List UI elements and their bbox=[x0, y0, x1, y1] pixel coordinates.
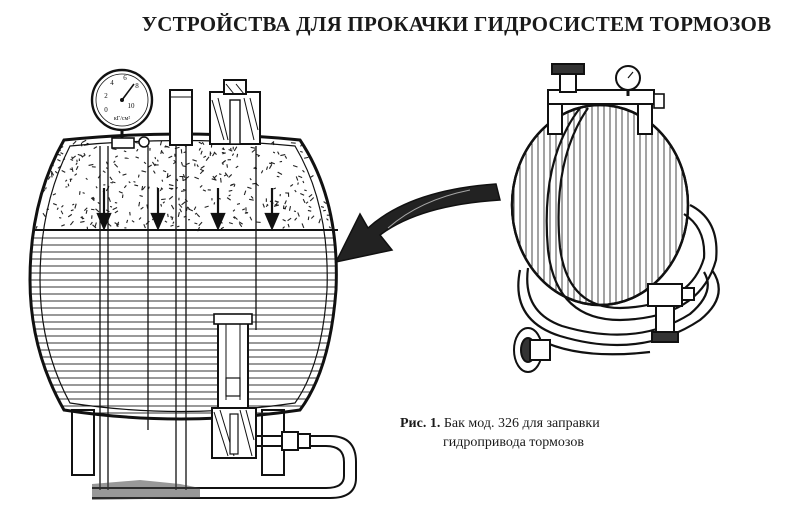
pressure-arrows bbox=[96, 188, 280, 231]
figure-caption: Рис. 1. Бак мод. 326 для заправки гидроп… bbox=[400, 414, 700, 452]
caption-line-1: Бак мод. 326 для заправки bbox=[443, 416, 600, 431]
exterior-outlet-valve bbox=[647, 283, 695, 343]
coiled-hose bbox=[517, 107, 720, 356]
tank-exterior-view bbox=[510, 63, 720, 373]
caption-line-2: гидропривода тормозов bbox=[443, 435, 584, 450]
tank-shell bbox=[28, 132, 338, 421]
gauge-tick-10: 10 bbox=[128, 102, 136, 110]
pointer-arrow bbox=[334, 183, 501, 264]
tank-leg-right bbox=[261, 409, 285, 476]
tank-cross-section: 2 4 6 8 10 0 кГ/см² bbox=[28, 68, 357, 500]
gauge-tick-4: 4 bbox=[110, 79, 114, 87]
gauge-tick-6: 6 bbox=[123, 74, 127, 82]
gauge-tick-8: 8 bbox=[135, 82, 139, 90]
discharge-valve bbox=[211, 313, 257, 459]
gauge-tick-0: 0 bbox=[104, 106, 108, 114]
gauge-unit-label: кГ/см² bbox=[114, 116, 131, 122]
tank-leg-left bbox=[71, 409, 95, 476]
hose-end-connector bbox=[513, 327, 551, 373]
outlet-hose bbox=[92, 431, 357, 499]
air-chamber bbox=[30, 134, 337, 414]
gauge-tick-2: 2 bbox=[104, 92, 108, 100]
inlet-valve-fitting bbox=[209, 79, 261, 145]
page-heading: УСТРОЙСТВА ДЛЯ ПРОКАЧКИ ГИДРОСИСТЕМ ТОРМ… bbox=[141, 12, 772, 36]
figure-label: Рис. 1. bbox=[400, 416, 441, 431]
gauge-needle bbox=[121, 83, 135, 101]
pressure-gauge: 2 4 6 8 10 0 кГ/см² bbox=[90, 68, 154, 149]
exterior-pressure-gauge bbox=[615, 65, 641, 96]
filler-neck bbox=[169, 89, 193, 146]
